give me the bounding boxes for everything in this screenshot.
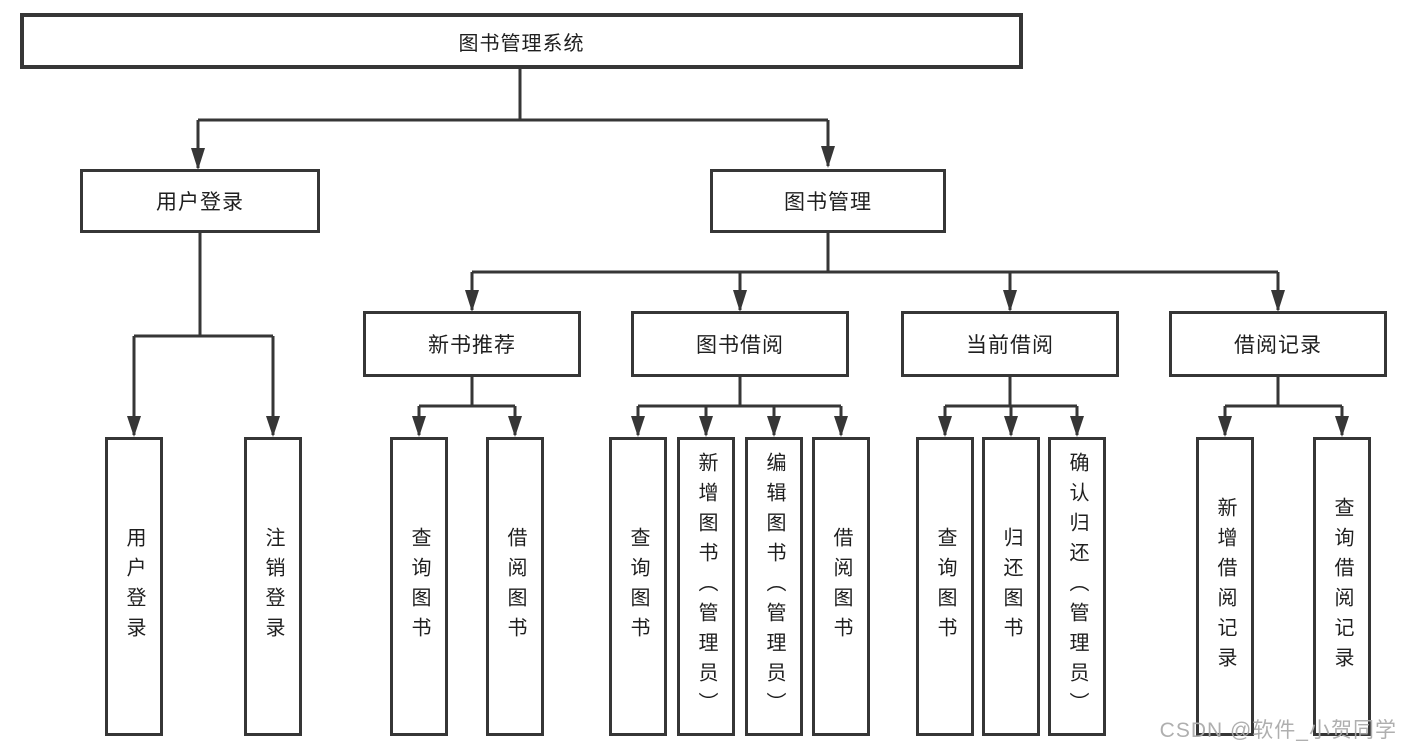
- leaf-newbooks-borrow-books: 借阅图书: [486, 437, 544, 736]
- edge-new-book-recommend-to-leaves: [412, 377, 522, 437]
- leaf-bookborrow-borrow-books: 借阅图书: [812, 437, 870, 736]
- leaf-currentborrow-query-books: 查询图书: [916, 437, 974, 736]
- edge-book-management-to-level3: [465, 233, 1285, 312]
- csdn-watermark: CSDN @软件_小贺同学: [1159, 719, 1397, 742]
- node-borrow-records: 借阅记录: [1169, 311, 1387, 377]
- leaf-logout: 注销登录: [244, 437, 302, 736]
- node-current-borrow: 当前借阅: [901, 311, 1119, 377]
- leaf-user-login: 用户登录: [105, 437, 163, 736]
- leaf-bookborrow-query-books: 查询图书: [609, 437, 667, 736]
- leaf-newbooks-query-books: 查询图书: [390, 437, 448, 736]
- edge-current-borrow-to-leaves: [938, 377, 1084, 437]
- node-user-login: 用户登录: [80, 169, 320, 233]
- leaf-bookborrow-edit-books-admin: 编辑图书（管理员）: [745, 437, 803, 736]
- leaf-records-query-borrow-record: 查询借阅记录: [1313, 437, 1371, 736]
- node-book-borrow: 图书借阅: [631, 311, 849, 377]
- edge-book-borrow-to-leaves: [631, 377, 848, 437]
- leaf-bookborrow-add-books-admin: 新增图书（管理员）: [677, 437, 735, 736]
- edge-root-to-level2: [191, 68, 835, 170]
- node-book-management: 图书管理: [710, 169, 946, 233]
- node-library-management-system: 图书管理系统: [20, 13, 1023, 69]
- leaf-records-add-borrow-record: 新增借阅记录: [1196, 437, 1254, 736]
- node-new-book-recommend: 新书推荐: [363, 311, 581, 377]
- edge-borrow-records-to-leaves: [1218, 377, 1349, 437]
- edge-user-login-to-leaves: [127, 233, 280, 437]
- leaf-currentborrow-confirm-return-admin: 确认归还（管理员）: [1048, 437, 1106, 736]
- leaf-currentborrow-return-books: 归还图书: [982, 437, 1040, 736]
